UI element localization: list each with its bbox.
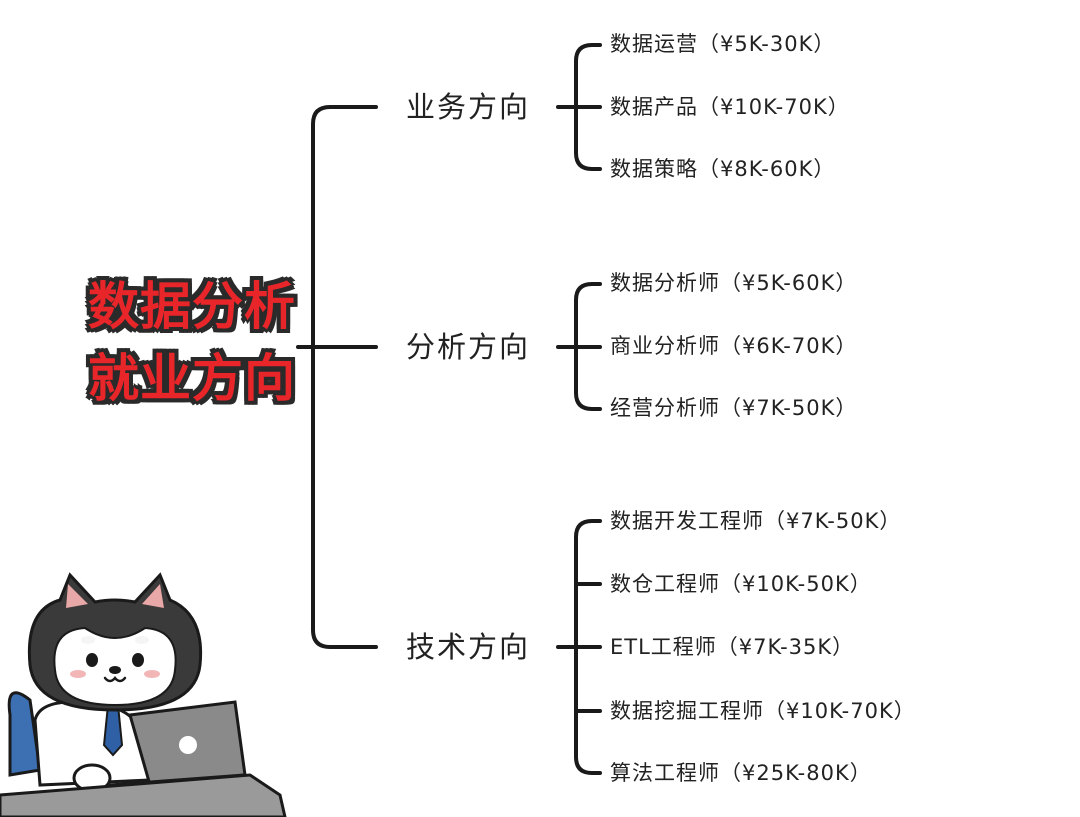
- branch-label-business: 业务方向: [406, 90, 531, 124]
- leaf-item: 数据挖掘工程师（¥10K-70K）: [610, 699, 916, 723]
- leaf-item: 数据产品（¥10K-70K）: [610, 95, 850, 119]
- leaf-item: 数据分析师（¥5K-60K）: [610, 271, 858, 295]
- root-title-line-1: 数据分析: [88, 278, 297, 337]
- leaf-item: ETL工程师（¥7K-35K）: [610, 635, 855, 659]
- leaf-item: 数据运营（¥5K-30K）: [610, 32, 836, 56]
- leaf-item: 数据策略（¥8K-60K）: [610, 157, 836, 181]
- leaf-item: 数据开发工程师（¥7K-50K）: [610, 509, 902, 533]
- leaf-item: 商业分析师（¥6K-70K）: [610, 334, 858, 358]
- leaf-item: 数仓工程师（¥10K-50K）: [610, 572, 872, 596]
- leaf-item: 算法工程师（¥25K-80K）: [610, 761, 872, 785]
- leaf-item: 经营分析师（¥7K-50K）: [610, 396, 858, 420]
- branch-label-analysis: 分析方向: [406, 330, 531, 364]
- husky-with-laptop-icon: [0, 572, 287, 817]
- root-title-line-2: 就业方向: [88, 350, 297, 409]
- main-bracket: [311, 105, 378, 649]
- branch-label-technical: 技术方向: [406, 630, 531, 664]
